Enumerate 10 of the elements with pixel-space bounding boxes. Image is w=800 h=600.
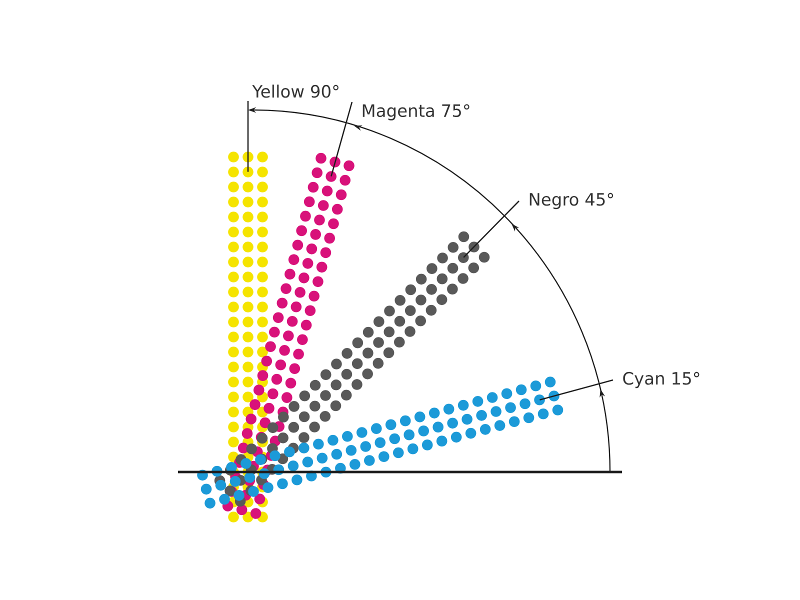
leader-line bbox=[463, 200, 520, 258]
dot-strip bbox=[197, 376, 564, 509]
leader-line bbox=[247, 101, 249, 172]
dot-strip bbox=[214, 231, 490, 507]
angle-label: Yellow 90° bbox=[252, 84, 338, 98]
angle-label: Negro 45° bbox=[530, 192, 614, 210]
angle-label: Magenta 75° bbox=[362, 104, 470, 120]
angle-label: Cyan 15° bbox=[623, 372, 700, 388]
leader-line bbox=[330, 102, 353, 176]
leader-line bbox=[540, 379, 614, 400]
